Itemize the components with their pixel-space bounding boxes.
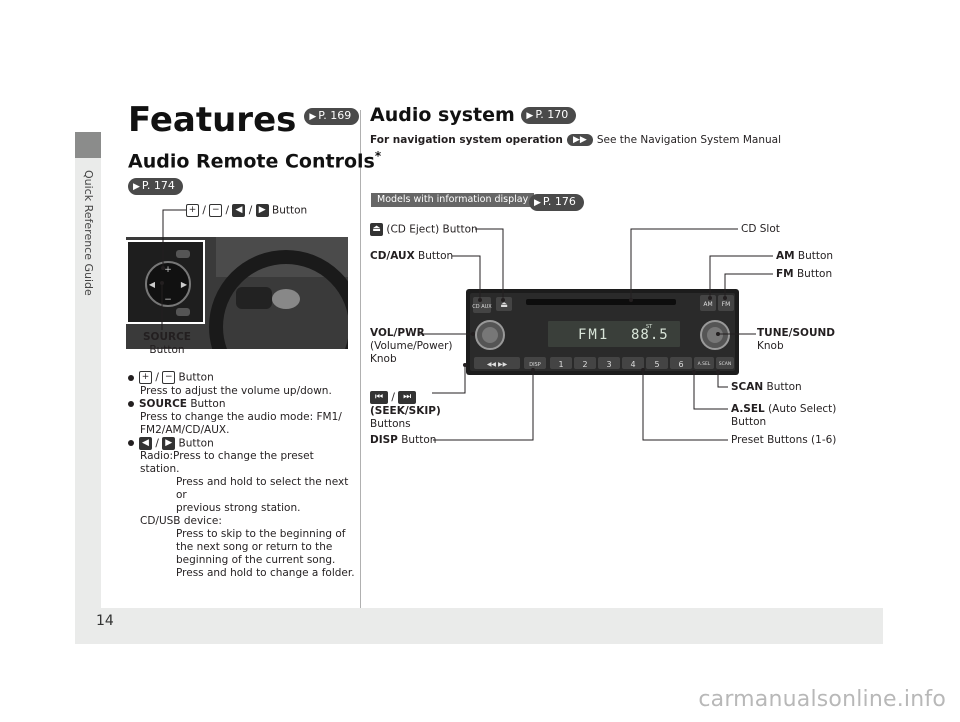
cd-aux-button[interactable] xyxy=(473,297,491,313)
cd-aux-callout: CD/AUX Button xyxy=(370,250,454,262)
remote-title: Audio Remote Controls* xyxy=(128,149,382,173)
volume-item: + / − Button Press to adjust the volume … xyxy=(128,371,356,398)
preset-5-button[interactable] xyxy=(646,357,668,369)
am-callout: AM Button xyxy=(776,250,834,262)
page-number: 14 xyxy=(96,613,114,629)
svg-text:5: 5 xyxy=(654,360,659,369)
side-tab-label: Quick Reference Guide xyxy=(82,170,95,296)
preset-4-button[interactable] xyxy=(622,357,644,369)
display-band: FM1 xyxy=(578,327,609,343)
preset-3-button[interactable] xyxy=(598,357,620,369)
page-ref-icon: ▶ xyxy=(526,111,534,121)
vol-pwr-callout: VOL/PWR (Volume/Power) Knob xyxy=(370,327,453,365)
asel-button[interactable] xyxy=(694,357,714,369)
seek-skip-callout: ⏮ / ⏭ (SEEK/SKIP) Buttons xyxy=(370,391,441,430)
radio-unit: CD AUX ⏏ AM FM FM1 88.5 ST ◀◀ ▶▶ DISP 1 … xyxy=(466,289,739,375)
models-ref-link[interactable]: ▶P. 176 xyxy=(529,192,584,211)
right-arrow-icon: ▶ xyxy=(255,204,269,217)
plus-icon: + xyxy=(186,204,199,217)
svg-text:−: − xyxy=(164,295,172,305)
audio-title: Audio system ▶P. 170 xyxy=(370,104,577,126)
fm-button[interactable] xyxy=(718,295,734,311)
svg-text:A.SEL: A.SEL xyxy=(698,361,711,367)
source-button-label: SOURCE Button xyxy=(143,331,191,356)
disp-button[interactable] xyxy=(524,357,546,369)
svg-text:AM: AM xyxy=(703,301,712,308)
cd-slot[interactable] xyxy=(526,299,676,305)
left-arrow-icon: ◀ xyxy=(232,204,246,217)
audio-ref-link[interactable]: ▶P. 170 xyxy=(521,107,577,124)
scan-callout: SCAN Button xyxy=(731,381,802,393)
column-divider xyxy=(360,110,361,608)
svg-text:4: 4 xyxy=(630,360,635,369)
tune-sound-callout: TUNE/SOUND Knob xyxy=(757,327,836,352)
remote-pad-illustration: + − ◀ ▶ xyxy=(145,250,191,316)
right-arrow-icon: ▶ xyxy=(162,436,176,450)
seek-icon: ◀◀ ▶▶ xyxy=(487,361,508,368)
am-button[interactable] xyxy=(700,295,716,311)
preset-6-button[interactable] xyxy=(670,357,692,369)
display-stereo: ST xyxy=(646,324,653,330)
minus-icon: − xyxy=(209,204,223,217)
remote-control-closeup: + − ◀ ▶ xyxy=(126,240,205,324)
cd-aux-text: CD AUX xyxy=(472,304,492,310)
eject-icon: ⏏ xyxy=(500,300,508,309)
cd-eject-callout: ⏏ (CD Eject) Button xyxy=(370,223,478,237)
nav-note: For navigation system operation▶▶See the… xyxy=(370,134,781,146)
cd-eject-button[interactable] xyxy=(496,297,512,311)
asel-callout: A.SEL (Auto Select) Button xyxy=(731,403,837,428)
section-tab xyxy=(75,132,101,158)
preset-callout: Preset Buttons (1-6) xyxy=(731,434,837,446)
svg-text:3: 3 xyxy=(606,360,611,369)
models-pill: Models with information display xyxy=(371,193,535,207)
svg-text:FM: FM xyxy=(722,301,731,308)
svg-text:2: 2 xyxy=(582,360,587,369)
display-frequency: 88.5 xyxy=(631,327,669,343)
seek-item: ◀ / ▶ Button Radio:Press to change the p… xyxy=(128,436,356,581)
skip-back-icon: ⏮ xyxy=(370,391,388,404)
features-title: Features▶P. 169 xyxy=(128,100,360,140)
radio-illustration: CD AUX ⏏ AM FM FM1 88.5 ST ◀◀ ▶▶ DISP 1 … xyxy=(466,289,739,375)
watermark: carmanualsonline.info xyxy=(698,687,946,712)
disp-callout: DISP Button xyxy=(370,434,437,446)
cd-slot-callout: CD Slot xyxy=(741,223,780,235)
remote-controls-list: + / − Button Press to adjust the volume … xyxy=(128,371,356,580)
remote-button-label: + / − / ◀ / ▶ Button xyxy=(186,204,307,218)
features-ref-link[interactable]: ▶P. 169 xyxy=(304,108,360,125)
plus-icon: + xyxy=(139,371,152,384)
scan-button[interactable] xyxy=(716,357,734,369)
left-arrow-icon: ◀ xyxy=(139,436,152,450)
preset-1-button[interactable] xyxy=(550,357,572,369)
svg-text:◀: ◀ xyxy=(149,280,156,289)
source-item: SOURCE Button Press to change the audio … xyxy=(128,398,356,437)
minus-icon: − xyxy=(162,371,176,384)
preset-2-button[interactable] xyxy=(574,357,596,369)
svg-text:1: 1 xyxy=(558,360,563,369)
seek-skip-buttons[interactable] xyxy=(474,357,520,369)
nav-ref-icon[interactable]: ▶▶ xyxy=(566,134,593,146)
svg-text:DISP: DISP xyxy=(529,362,541,368)
svg-text:▶: ▶ xyxy=(181,280,188,289)
remote-ref-link[interactable]: ▶P. 174 xyxy=(128,176,183,195)
eject-icon: ⏏ xyxy=(370,223,383,236)
svg-text:SCAN: SCAN xyxy=(719,361,731,367)
display-screen xyxy=(548,321,680,347)
svg-text:6: 6 xyxy=(678,360,683,369)
svg-text:+: + xyxy=(164,265,172,275)
fm-callout: FM Button xyxy=(776,268,833,280)
page-ref-icon: ▶ xyxy=(309,112,317,122)
page-ref-icon: ▶ xyxy=(133,182,140,192)
page-ref-icon: ▶ xyxy=(534,198,541,208)
skip-forward-icon: ⏭ xyxy=(398,391,417,404)
